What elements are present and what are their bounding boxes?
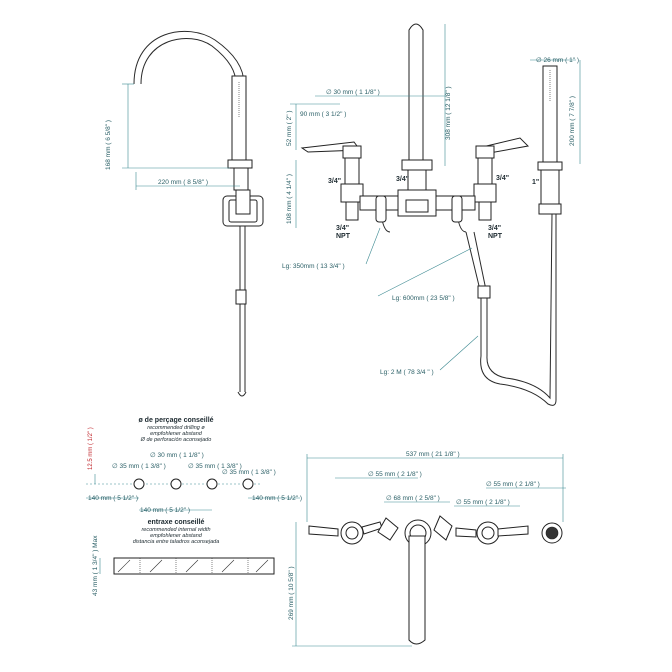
handle-base-label: ∅ 55 mm ( 2 1/8" ) xyxy=(456,499,510,506)
drill-offset-label: 12.5 mm ( 1/2" ) xyxy=(88,427,94,470)
hose-2m-label: Lg: 2 M ( 78 3/4 " ) xyxy=(380,369,434,376)
drill-35c-label: ∅ 35 mm ( 1 3/8" ) xyxy=(222,469,276,476)
valve-spacing-b-label: ∅ 55 mm ( 2 1/8" ) xyxy=(486,481,540,488)
spacing-es: distancia entre taladros aconsejada xyxy=(133,539,220,545)
drilling-title: ø de perçage conseillé xyxy=(138,417,213,424)
valve-body-label: 108 mm ( 4 1/4" ) xyxy=(286,174,293,224)
front-dimensions: 90 mm ( 3 1/2" ) 52 mm ( 2" ) 108 mm ( 4… xyxy=(282,24,581,376)
spout-diameter-label: ∅ 30 mm ( 1 1/8" ) xyxy=(326,89,380,96)
drilling-en: recommended drilling ø xyxy=(147,425,205,431)
top-depth-label: 269 mm ( 10 5/8" ) xyxy=(288,566,295,620)
spacing-title: entraxe conseillé xyxy=(148,519,205,526)
drill-35b-label: ∅ 35 mm ( 1 3/8" ) xyxy=(188,463,242,470)
spacing-140a-label: 140 mm ( 5 1/2" ) xyxy=(88,495,138,502)
top-view: 537 mm ( 21 1/8" ) ∅ 55 mm ( 2 1/8" ) ∅ … xyxy=(288,451,566,647)
shower-length-label: 200 mm ( 7 7/8" ) xyxy=(569,96,576,146)
spout-side-view xyxy=(133,30,264,397)
spout-dimensions: 168 mm ( 6 5/8" ) 220 mm ( 8 5/8" ) xyxy=(105,83,240,190)
drilling-es: Ø de perforación aconsejado xyxy=(140,437,212,443)
shower-diameter-label: ∅ 26 mm ( 1" ) xyxy=(536,57,579,64)
deck-max-label: 43 mm ( 1 3/4" ) Max xyxy=(92,535,99,596)
spout-base-label: ∅ 68 mm ( 2 5/8" ) xyxy=(386,495,440,502)
total-width-label: 537 mm ( 21 1/8" ) xyxy=(406,451,460,458)
spacing-en: recommended internal width xyxy=(141,527,210,533)
valve-spacing-a-label: ∅ 55 mm ( 2 1/8" ) xyxy=(368,471,422,478)
conn-center: 3/4" xyxy=(396,176,409,183)
front-valve-assembly xyxy=(300,23,563,406)
conn-shower: 1" xyxy=(532,179,539,186)
conn-valve-left: 3/4" xyxy=(328,178,341,185)
drill-30-label: ∅ 30 mm ( 1 1/8" ) xyxy=(150,452,204,459)
hose-600-label: Lg: 600mm ( 23 5/8" ) xyxy=(392,295,455,302)
hose-350-label: Lg: 350mm ( 13 3/4" ) xyxy=(282,263,345,270)
conn-valve-right: 3/4" xyxy=(496,175,509,182)
spacing-de: empfohlener abstand xyxy=(150,533,203,539)
handle-width-label: 90 mm ( 3 1/2" ) xyxy=(300,111,346,118)
spacing-140b-label: 140 mm ( 5 1/2" ) xyxy=(140,507,190,514)
drilling-de: empfohlener abstand xyxy=(150,431,203,437)
spout-height-label: 168 mm ( 6 5/8" ) xyxy=(105,120,112,170)
npt-right: 3/4"NPT xyxy=(488,225,503,240)
drilling-detail: ø de perçage conseillé recommended drill… xyxy=(86,417,302,596)
spout-reach-label: 220 mm ( 8 5/8" ) xyxy=(158,179,208,186)
spout-tall-label: 308 mm ( 12 1/8" ) xyxy=(445,86,452,140)
spacing-140c-label: 140 mm ( 5 1/2" ) xyxy=(252,495,302,502)
handle-height-label: 52 mm ( 2" ) xyxy=(286,110,293,146)
drill-35a-label: ∅ 35 mm ( 1 3/8" ) xyxy=(112,463,166,470)
npt-left: 3/4"NPT xyxy=(336,225,351,240)
